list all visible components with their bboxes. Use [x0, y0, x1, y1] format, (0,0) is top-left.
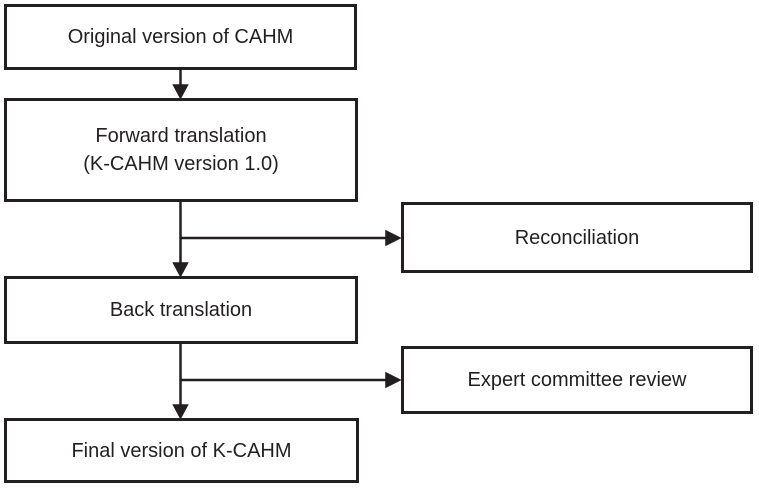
- node-final-version-label: Final version of K-CAHM: [71, 439, 292, 462]
- node-forward-translation-label-line1: Forward translation: [95, 125, 267, 147]
- node-original-version: Original version of CAHM: [4, 4, 357, 70]
- arrow-back-to-final: [172, 344, 189, 420]
- node-reconciliation: Reconciliation: [401, 202, 753, 273]
- node-forward-translation: Forward translation (K-CAHM version 1.0): [4, 98, 358, 202]
- arrow-original-to-forward: [172, 70, 189, 100]
- node-final-version: Final version of K-CAHM: [4, 418, 359, 483]
- node-expert-committee-review-label: Expert committee review: [467, 369, 687, 391]
- node-original-version-label: Original version of CAHM: [67, 26, 294, 48]
- arrow-branch-to-reconciliation: [180, 229, 402, 247]
- node-back-translation: Back translation: [4, 276, 358, 344]
- node-forward-translation-label-line2: (K-CAHM version 1.0): [83, 153, 279, 175]
- node-back-translation-label: Back translation: [109, 299, 253, 321]
- arrow-branch-to-expert: [180, 371, 402, 389]
- node-reconciliation-label: Reconciliation: [514, 226, 640, 249]
- node-expert-committee-review: Expert committee review: [401, 346, 753, 414]
- arrow-forward-to-back: [172, 202, 189, 278]
